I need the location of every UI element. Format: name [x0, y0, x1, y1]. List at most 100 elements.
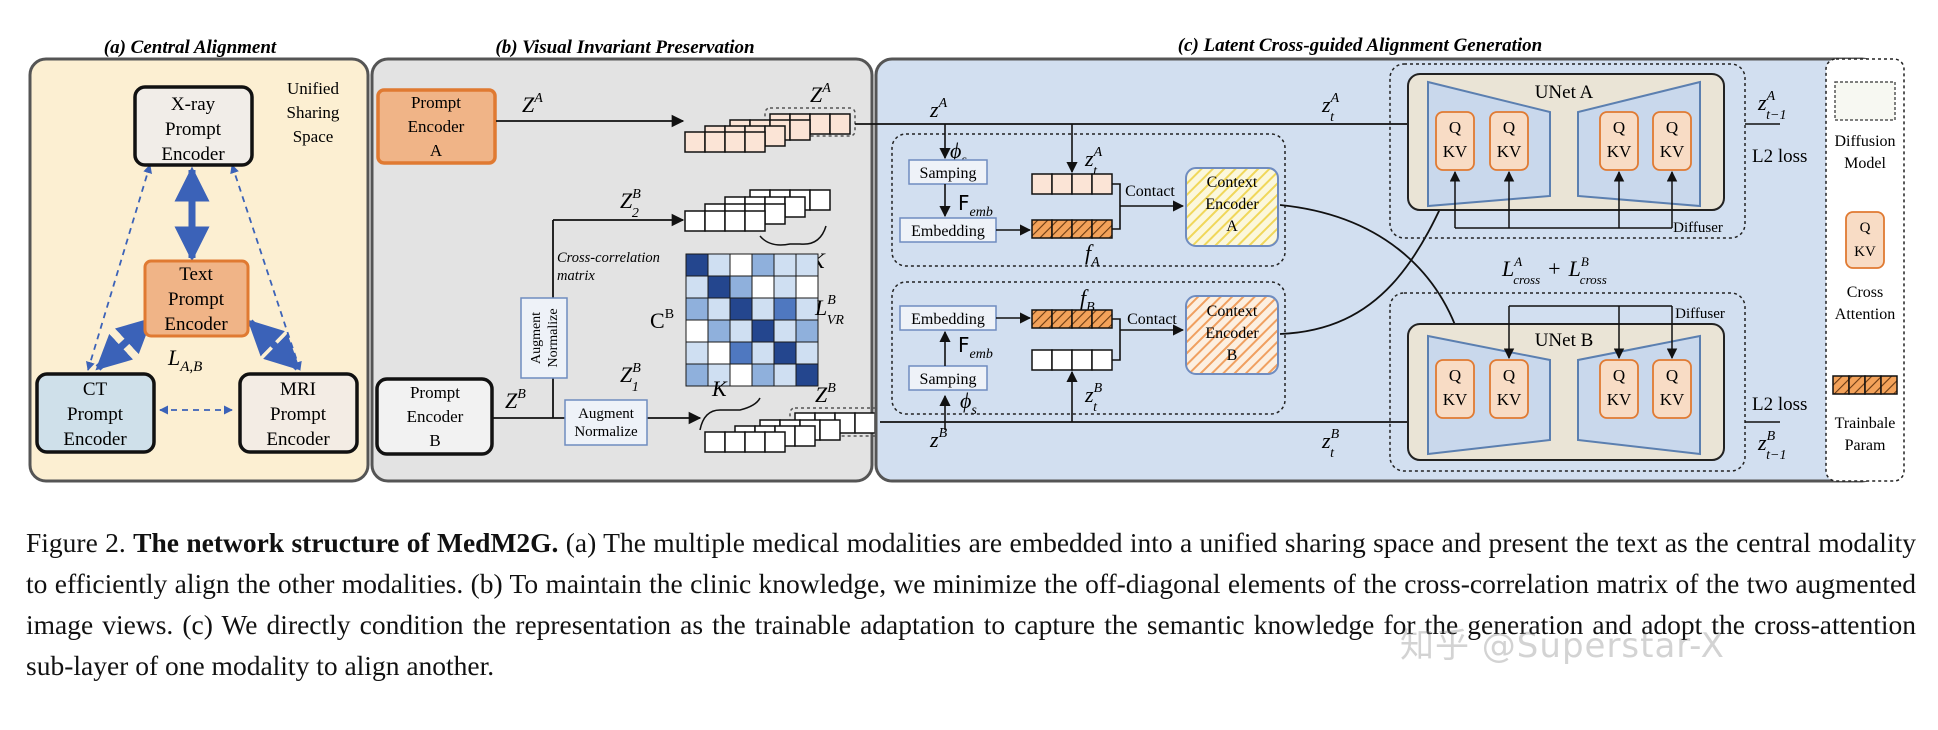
- diffuser-b-frame: [1389, 292, 1746, 472]
- matrix-cell: [729, 275, 753, 299]
- latent-tokens-b: [1031, 349, 1113, 371]
- svg-text:Q: Q: [1860, 220, 1871, 236]
- link-text-mri: [247, 319, 301, 371]
- matrix-cell: [773, 341, 797, 365]
- svg-text:Q: Q: [1666, 118, 1678, 137]
- qkv-blocks-a: QKV QKV QKV QKV: [1435, 111, 1692, 171]
- label-za: ZA: [522, 91, 543, 117]
- matrix-cell: [729, 341, 753, 365]
- diffuser-b-label: Diffuser: [1675, 306, 1725, 322]
- brace-k-bottom: [699, 397, 761, 431]
- contact-label-b: Contact: [1127, 311, 1177, 328]
- matrix-cell: [795, 253, 819, 277]
- label-k-bottom: K: [711, 376, 728, 401]
- matrix-cell: [751, 297, 775, 321]
- embedding-box-b: Embedding: [899, 305, 997, 331]
- watermark-text: 知乎 @Superstar-X: [1400, 626, 1725, 666]
- phi-label-b: ϕs: [960, 388, 977, 418]
- l2-loss-b: L2 loss: [1752, 394, 1807, 415]
- matrix-cell: [773, 275, 797, 299]
- matrix-cell: [685, 297, 709, 321]
- diffuser-a-label: Diffuser: [1673, 220, 1723, 236]
- matrix-cell: [685, 341, 709, 365]
- svg-text:Embedding: Embedding: [911, 223, 985, 240]
- matrix-cell: [795, 363, 819, 387]
- cross-guide-a-to-b: [1279, 204, 1465, 347]
- svg-text:KV: KV: [1660, 142, 1685, 161]
- unet-b-label: UNet B: [1535, 330, 1594, 351]
- svg-text:Q: Q: [1449, 366, 1461, 385]
- label-cb: CB: [650, 307, 674, 333]
- label-zb-stack: ZB: [815, 381, 836, 407]
- matrix-cell: [685, 253, 709, 277]
- trainable-tokens-a: [1031, 219, 1113, 239]
- matrix-cell: [795, 341, 819, 365]
- svg-text:Q: Q: [1613, 366, 1625, 385]
- svg-text:KV: KV: [1854, 244, 1876, 260]
- matrix-cell: [707, 253, 731, 277]
- cross-correlation-matrix: [685, 253, 819, 387]
- svg-text:Q: Q: [1666, 366, 1678, 385]
- sampling-box-a: Samping: [908, 159, 988, 185]
- matrix-cell: [729, 253, 753, 277]
- svg-text:Q: Q: [1503, 366, 1515, 385]
- matrix-cell: [773, 319, 797, 343]
- svg-text:KV: KV: [1443, 142, 1468, 161]
- fa-label: fA: [1085, 240, 1100, 270]
- token-stack-za: [684, 107, 856, 153]
- loss-label-ab: LA,B: [167, 345, 202, 375]
- panel-b-title: (b) Visual Invariant Preservation: [495, 37, 754, 58]
- l2-loss-a: L2 loss: [1752, 146, 1807, 167]
- fb-label: fB: [1080, 285, 1095, 315]
- caption-title: The network structure of MedM2G.: [133, 527, 559, 558]
- panel-c: [874, 57, 1880, 483]
- label-zb: ZB: [505, 387, 526, 413]
- svg-text:KV: KV: [1607, 390, 1632, 409]
- embedding-box-a: Embedding: [899, 217, 997, 243]
- femb-label-a: Femb: [958, 191, 993, 220]
- svg-text:KV: KV: [1660, 390, 1685, 409]
- caption-figure-number: Figure 2.: [26, 527, 126, 558]
- matrix-cell: [729, 363, 753, 387]
- contact-label-a: Contact: [1125, 183, 1175, 200]
- svg-text:Q: Q: [1503, 118, 1515, 137]
- legend-qkv-swatch: Q KV: [1845, 211, 1885, 269]
- panel-c-title: (c) Latent Cross-guided Alignment Genera…: [1178, 35, 1543, 56]
- svg-text:Q: Q: [1449, 118, 1461, 137]
- matrix-cell: [751, 341, 775, 365]
- svg-text:Samping: Samping: [920, 371, 977, 388]
- matrix-cell: [751, 319, 775, 343]
- architecture-figure: (a) Central Alignment (b) Visual Invaria…: [28, 35, 1905, 483]
- matrix-cell: [685, 363, 709, 387]
- matrix-cell: [773, 363, 797, 387]
- token-stack-z2: [684, 189, 831, 232]
- svg-text:Samping: Samping: [920, 165, 977, 182]
